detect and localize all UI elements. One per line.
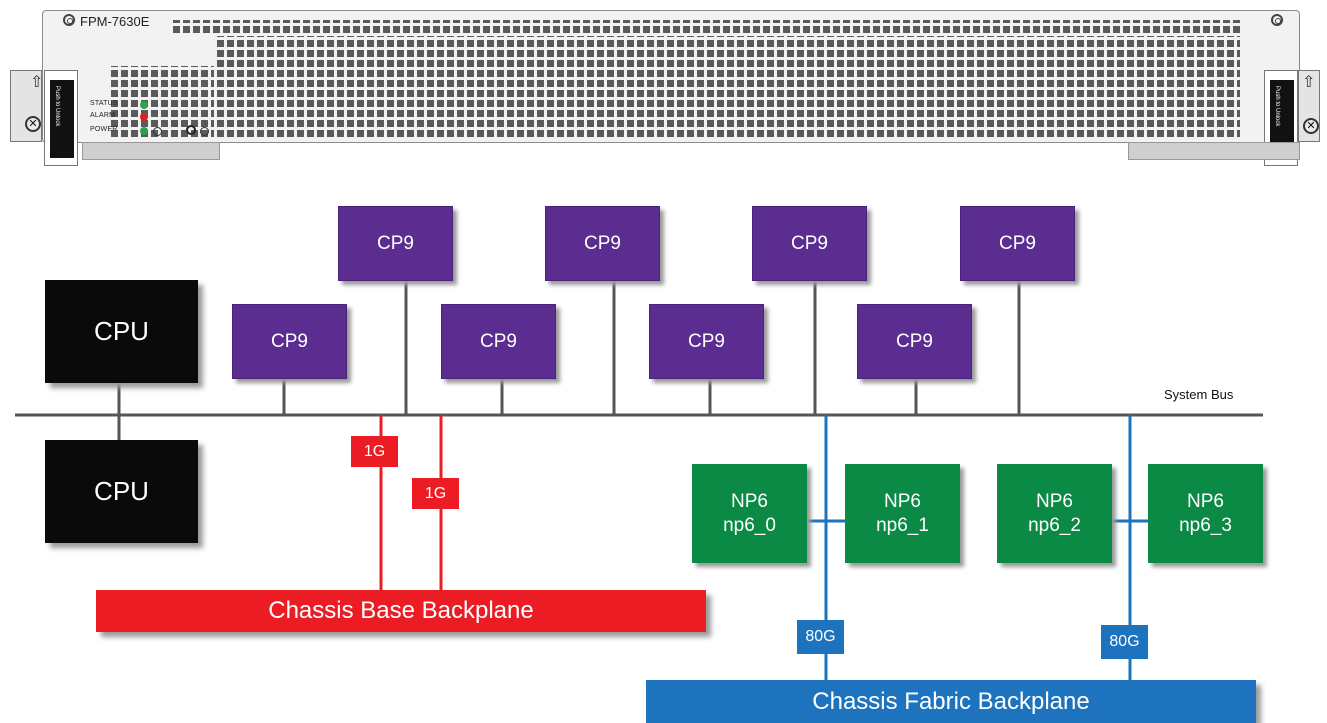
np6-0-name: NP6 bbox=[731, 490, 768, 512]
base-link-1-speed: 1G bbox=[351, 436, 398, 467]
console-port-icon[interactable] bbox=[186, 125, 196, 135]
np6-block-0: NP6 np6_0 bbox=[692, 464, 807, 563]
status-led-icon bbox=[140, 101, 148, 109]
np6-1-name: NP6 bbox=[884, 490, 921, 512]
np6-3-id: np6_3 bbox=[1179, 514, 1232, 536]
np6-block-1: NP6 np6_1 bbox=[845, 464, 960, 563]
cp9-bottom-4: CP9 bbox=[857, 304, 972, 379]
right-handle-text: Push to Unlock bbox=[1274, 86, 1280, 127]
led-alarm-label: ALARM bbox=[90, 112, 116, 119]
cpu-block-2: CPU bbox=[45, 440, 198, 543]
cp9-bottom-3: CP9 bbox=[649, 304, 764, 379]
left-foot bbox=[82, 142, 220, 160]
vent-grille-top bbox=[170, 20, 1240, 36]
cp9-bottom-1: CP9 bbox=[232, 304, 347, 379]
pinhole-reset-icon[interactable] bbox=[153, 127, 162, 136]
cp9-top-3: CP9 bbox=[752, 206, 867, 281]
cp9-top-4: CP9 bbox=[960, 206, 1075, 281]
fabric-link-2-speed: 80G bbox=[1101, 625, 1148, 659]
right-foot bbox=[1128, 142, 1300, 160]
np6-block-3: NP6 np6_3 bbox=[1148, 464, 1263, 563]
right-up-arrow-icon: ⇧ bbox=[1302, 74, 1316, 91]
left-handle-grip: Push to Unlock bbox=[50, 80, 74, 158]
left-release-screw-icon[interactable]: ✕ bbox=[25, 116, 41, 132]
module-faceplate: FPM-7630E STATUS ALARM POWER ⇧ ✕ Push to… bbox=[0, 0, 1327, 166]
vent-grille bbox=[214, 36, 1240, 140]
np6-2-id: np6_2 bbox=[1028, 514, 1081, 536]
vent-grille-left bbox=[108, 66, 214, 140]
top-right-screw-icon bbox=[1271, 14, 1283, 26]
model-label: FPM-7630E bbox=[80, 14, 150, 29]
system-bus-label: System Bus bbox=[1164, 387, 1234, 402]
small-port-icon[interactable] bbox=[200, 127, 209, 136]
base-link-2-speed: 1G bbox=[412, 478, 459, 509]
power-led-icon bbox=[140, 127, 148, 135]
chassis-fabric-backplane: Chassis Fabric Backplane bbox=[646, 680, 1256, 723]
np6-2-name: NP6 bbox=[1036, 490, 1073, 512]
left-handle-text: Push to Unlock bbox=[54, 86, 60, 127]
led-status-label: STATUS bbox=[90, 100, 118, 107]
np6-1-id: np6_1 bbox=[876, 514, 929, 536]
led-power-label: POWER bbox=[90, 126, 118, 133]
fabric-link-1-speed: 80G bbox=[797, 620, 844, 654]
np6-block-2: NP6 np6_2 bbox=[997, 464, 1112, 563]
np6-0-id: np6_0 bbox=[723, 514, 776, 536]
cp9-top-2: CP9 bbox=[545, 206, 660, 281]
left-ejector-handle[interactable]: Push to Unlock bbox=[44, 70, 78, 166]
cp9-top-1: CP9 bbox=[338, 206, 453, 281]
alarm-led-icon bbox=[140, 113, 148, 121]
np6-3-name: NP6 bbox=[1187, 490, 1224, 512]
cpu-block-1: CPU bbox=[45, 280, 198, 383]
right-release-screw-icon[interactable]: ✕ bbox=[1303, 118, 1319, 134]
top-left-screw-icon bbox=[63, 14, 75, 26]
left-up-arrow-icon: ⇧ bbox=[30, 74, 44, 91]
cp9-bottom-2: CP9 bbox=[441, 304, 556, 379]
chassis-base-backplane: Chassis Base Backplane bbox=[96, 590, 706, 632]
